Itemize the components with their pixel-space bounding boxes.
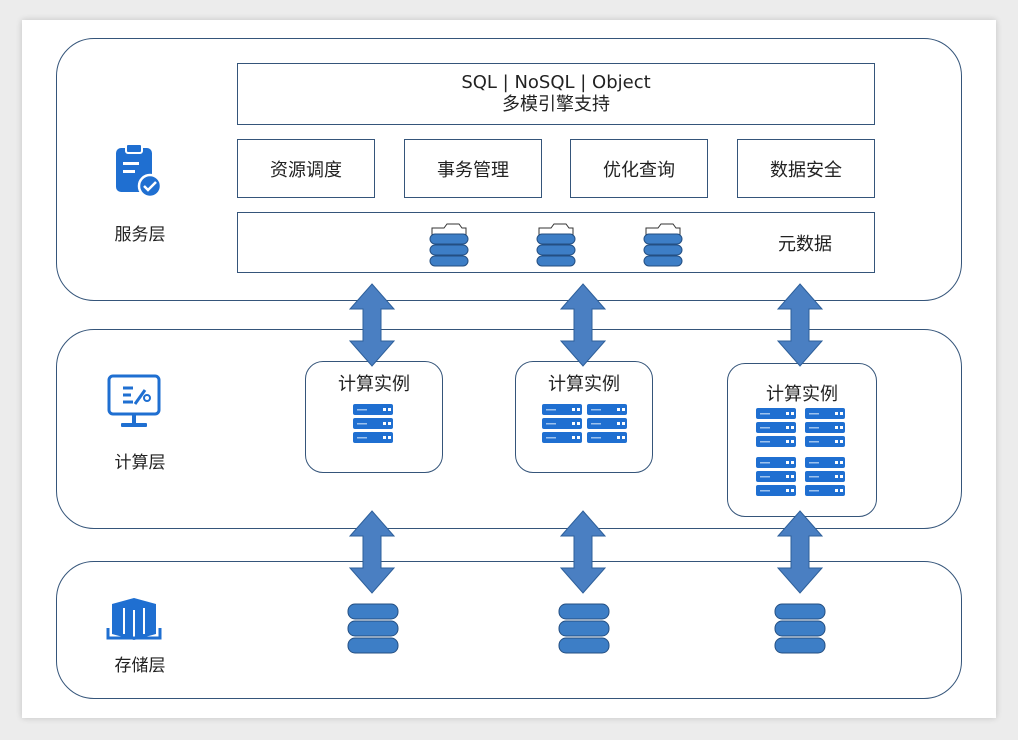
- engine-support-box: SQL | NoSQL | Object 多模引擎支持: [237, 63, 875, 125]
- server-rack-icon: [542, 404, 582, 443]
- diagram-card: SQL | NoSQL | Object 多模引擎支持 资源调度 事务管理 优化…: [22, 20, 996, 718]
- module-label: 优化查询: [603, 159, 675, 181]
- module-query-optimization: 优化查询: [570, 139, 708, 198]
- compute-instance-3: 计算实例: [727, 363, 877, 517]
- server-rack-icon: [587, 404, 627, 443]
- storage-database-icon: [774, 603, 826, 654]
- service-layer-label: 服务层: [114, 225, 166, 245]
- compute-instance-label: 计算实例: [766, 384, 838, 405]
- module-label: 数据安全: [770, 159, 842, 181]
- double-arrow-icon: [560, 283, 606, 367]
- module-label: 事务管理: [437, 159, 509, 181]
- compute-layer-label: 计算层: [114, 453, 166, 473]
- compute-instance-label: 计算实例: [338, 374, 410, 395]
- engine-types: SQL | NoSQL | Object: [461, 72, 651, 93]
- metadata-label: 元数据: [778, 234, 832, 255]
- double-arrow-icon: [777, 283, 823, 367]
- metadata-database-icon: [643, 223, 683, 267]
- metadata-database-icon: [429, 223, 469, 267]
- module-resource-scheduling: 资源调度: [237, 139, 375, 198]
- server-rack-icon: [756, 457, 796, 496]
- double-arrow-icon: [349, 510, 395, 594]
- module-label: 资源调度: [270, 159, 342, 181]
- double-arrow-icon: [777, 510, 823, 594]
- storage-database-icon: [558, 603, 610, 654]
- server-rack-icon: [805, 457, 845, 496]
- module-transaction-management: 事务管理: [404, 139, 542, 198]
- compute-instance-label: 计算实例: [548, 374, 620, 395]
- storage-layer-label: 存储层: [114, 656, 166, 676]
- storage-database-icon: [347, 603, 399, 654]
- monitor-icon: [107, 374, 161, 427]
- double-arrow-icon: [349, 283, 395, 367]
- engine-support-label: 多模引擎支持: [502, 94, 610, 115]
- clipboard-check-icon: [116, 143, 163, 199]
- double-arrow-icon: [560, 510, 606, 594]
- container-icon: [106, 598, 162, 640]
- diagram-graphics: [106, 143, 845, 654]
- compute-instance-1: 计算实例: [305, 361, 443, 473]
- module-data-security: 数据安全: [737, 139, 875, 198]
- metadata-database-icon: [536, 223, 576, 267]
- server-rack-icon: [353, 404, 393, 443]
- server-rack-icon: [805, 408, 845, 447]
- server-rack-icon: [756, 408, 796, 447]
